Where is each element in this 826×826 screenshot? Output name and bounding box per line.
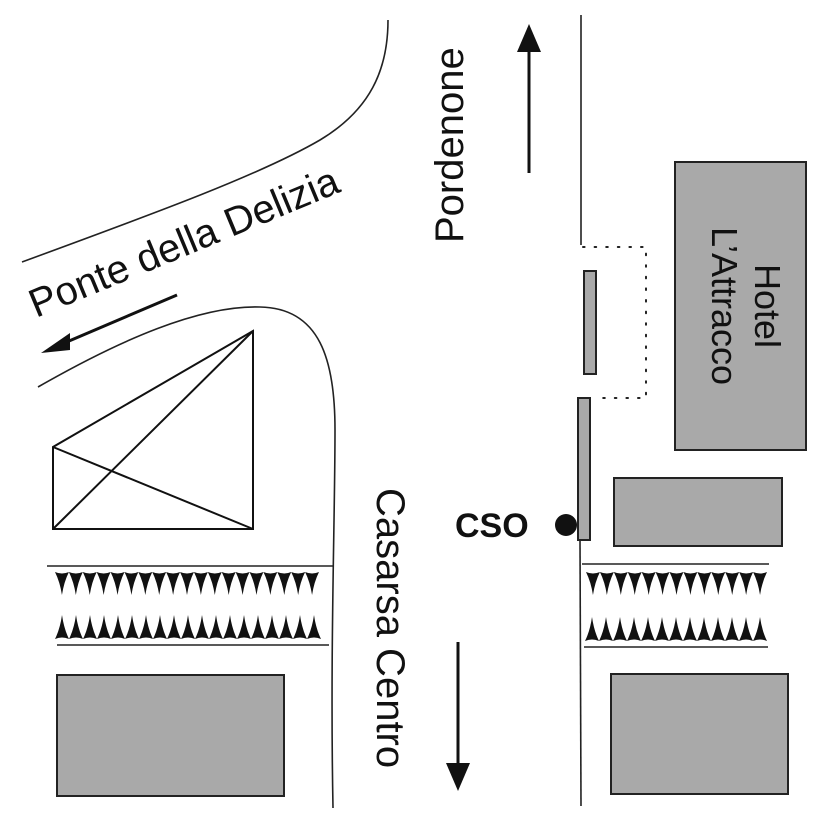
tree-icon — [291, 572, 306, 595]
hotel-name-line1: Hotel — [747, 264, 788, 348]
tree-icon — [697, 572, 712, 595]
tree-icon — [124, 572, 139, 595]
small-structure-bar-upper — [583, 270, 597, 375]
tree-icon — [683, 572, 698, 595]
tree-icon — [209, 615, 223, 639]
hotel-name-line2: L’Attracco — [704, 227, 745, 385]
tree-icon — [641, 617, 655, 641]
tree-icon — [627, 572, 642, 595]
tree-icon — [627, 617, 641, 641]
tree-icon — [110, 572, 125, 595]
tree-icon — [96, 572, 111, 595]
cso-label: CSO — [455, 507, 529, 545]
tree-icon — [305, 572, 319, 595]
tree-icon — [739, 572, 754, 595]
tree-icon — [68, 572, 83, 595]
tree-icon — [599, 617, 613, 641]
hotel-building[interactable] — [674, 161, 807, 451]
road-label-pordenone: Pordenone — [428, 47, 472, 243]
tree-icon — [69, 615, 83, 639]
arrow-up-icon — [517, 24, 541, 173]
tree-icon — [193, 572, 208, 595]
cso-marker-icon[interactable] — [555, 514, 577, 536]
tree-icon — [221, 572, 236, 595]
tree-icon — [235, 572, 250, 595]
tree-icon — [181, 615, 195, 639]
tree-icon — [167, 615, 181, 639]
tree-icon — [613, 617, 627, 641]
tree-icon — [125, 615, 139, 639]
tree-row-left — [55, 572, 321, 639]
tree-icon — [195, 615, 209, 639]
tree-icon — [97, 615, 111, 639]
tree-icon — [753, 617, 767, 641]
tree-icon — [55, 615, 69, 639]
tree-icon — [138, 572, 153, 595]
dotted-boundary — [582, 246, 647, 399]
tree-icon — [739, 617, 753, 641]
building-right-middle — [613, 477, 783, 547]
road-label-ponte-della-delizia: Ponte della Delizia — [23, 159, 347, 327]
tree-icon — [293, 615, 307, 639]
tree-icon — [655, 572, 670, 595]
tree-icon — [263, 572, 278, 595]
tree-icon — [223, 615, 237, 639]
arrow-down-icon — [446, 642, 470, 791]
small-structure-bar-lower — [577, 397, 591, 541]
tree-icon — [711, 572, 726, 595]
tree-icon — [669, 572, 684, 595]
tree-icon — [82, 572, 97, 595]
tree-icon — [655, 617, 669, 641]
tree-icon — [585, 617, 599, 641]
tree-icon — [725, 572, 740, 595]
road-casarsa-edge — [579, 539, 582, 807]
tree-icon — [586, 572, 600, 595]
road-ponte-lower-edge — [37, 306, 336, 809]
tree-icon — [207, 572, 222, 595]
tree-row-right — [585, 572, 767, 641]
tree-icon — [83, 615, 97, 639]
tree-icon — [279, 615, 293, 639]
tree-icon — [277, 572, 292, 595]
tree-icon — [641, 572, 656, 595]
tree-icon — [152, 572, 167, 595]
arrow-left-down-icon — [41, 293, 178, 353]
building-right-bottom — [610, 673, 789, 795]
tree-icon — [599, 572, 614, 595]
tree-icon — [265, 615, 279, 639]
tree-icon — [697, 617, 711, 641]
tree-icon — [251, 615, 265, 639]
tree-icon — [111, 615, 125, 639]
building-left-bottom — [56, 674, 285, 797]
tree-icon — [753, 572, 767, 595]
tree-icon — [683, 617, 697, 641]
tree-icon — [55, 572, 69, 595]
tree-icon — [166, 572, 181, 595]
crossed-structure — [52, 329, 254, 530]
tree-icon — [249, 572, 264, 595]
tree-icon — [711, 617, 725, 641]
tree-icon — [669, 617, 683, 641]
road-label-casarsa-centro: Casarsa Centro — [368, 488, 412, 768]
tree-icon — [180, 572, 194, 595]
tree-icon — [153, 615, 167, 639]
road-ponte-upper-edge — [21, 19, 389, 263]
tree-icon — [307, 615, 321, 639]
tree-icon — [725, 617, 739, 641]
tree-icon — [139, 615, 153, 639]
tree-icon — [237, 615, 251, 639]
tree-icon — [613, 572, 628, 595]
